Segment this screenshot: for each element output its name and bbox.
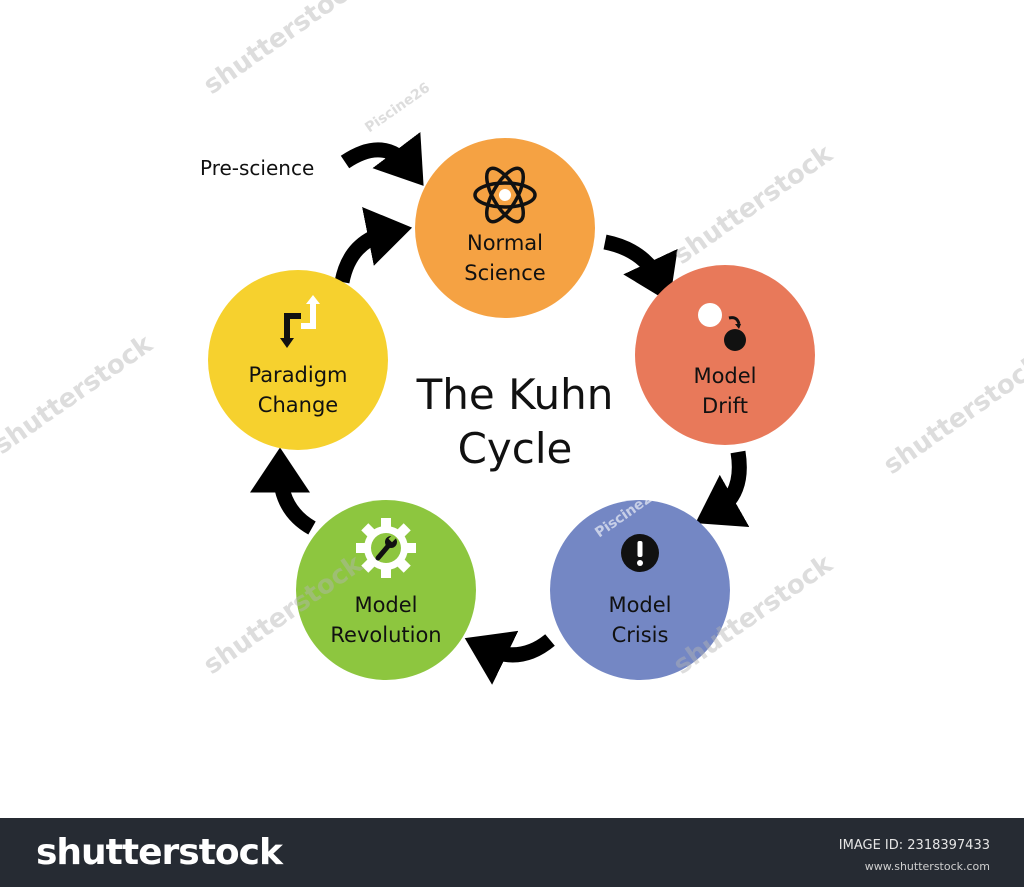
arrow-revolution-to-paradigm (250, 447, 316, 535)
zigzag-arrows-icon (280, 295, 320, 348)
arrow-prescience-to-normal (340, 131, 424, 186)
pre-science-label: Pre-science (200, 156, 315, 180)
footer-bar: shutterstock IMAGE ID: 2318397433 www.sh… (0, 818, 1024, 887)
atom-icon (473, 166, 537, 224)
shutterstock-logo: shutterstock (36, 832, 283, 873)
gear-wrench-icon (356, 518, 416, 578)
image-id: IMAGE ID: 2318397433 (838, 838, 990, 853)
arrow-paradigm-to-normal (334, 207, 413, 284)
exclamation-icon (621, 534, 659, 572)
arrow-normal-to-drift (603, 234, 678, 303)
drifting-ball-icon (698, 303, 746, 351)
arrow-drift-to-crisis (695, 450, 750, 527)
arrow-crisis-to-revolution (464, 630, 555, 685)
cycle-arrows (250, 131, 750, 685)
site-url: www.shutterstock.com (864, 860, 990, 873)
diagram-title: The Kuhn Cycle (416, 370, 614, 473)
